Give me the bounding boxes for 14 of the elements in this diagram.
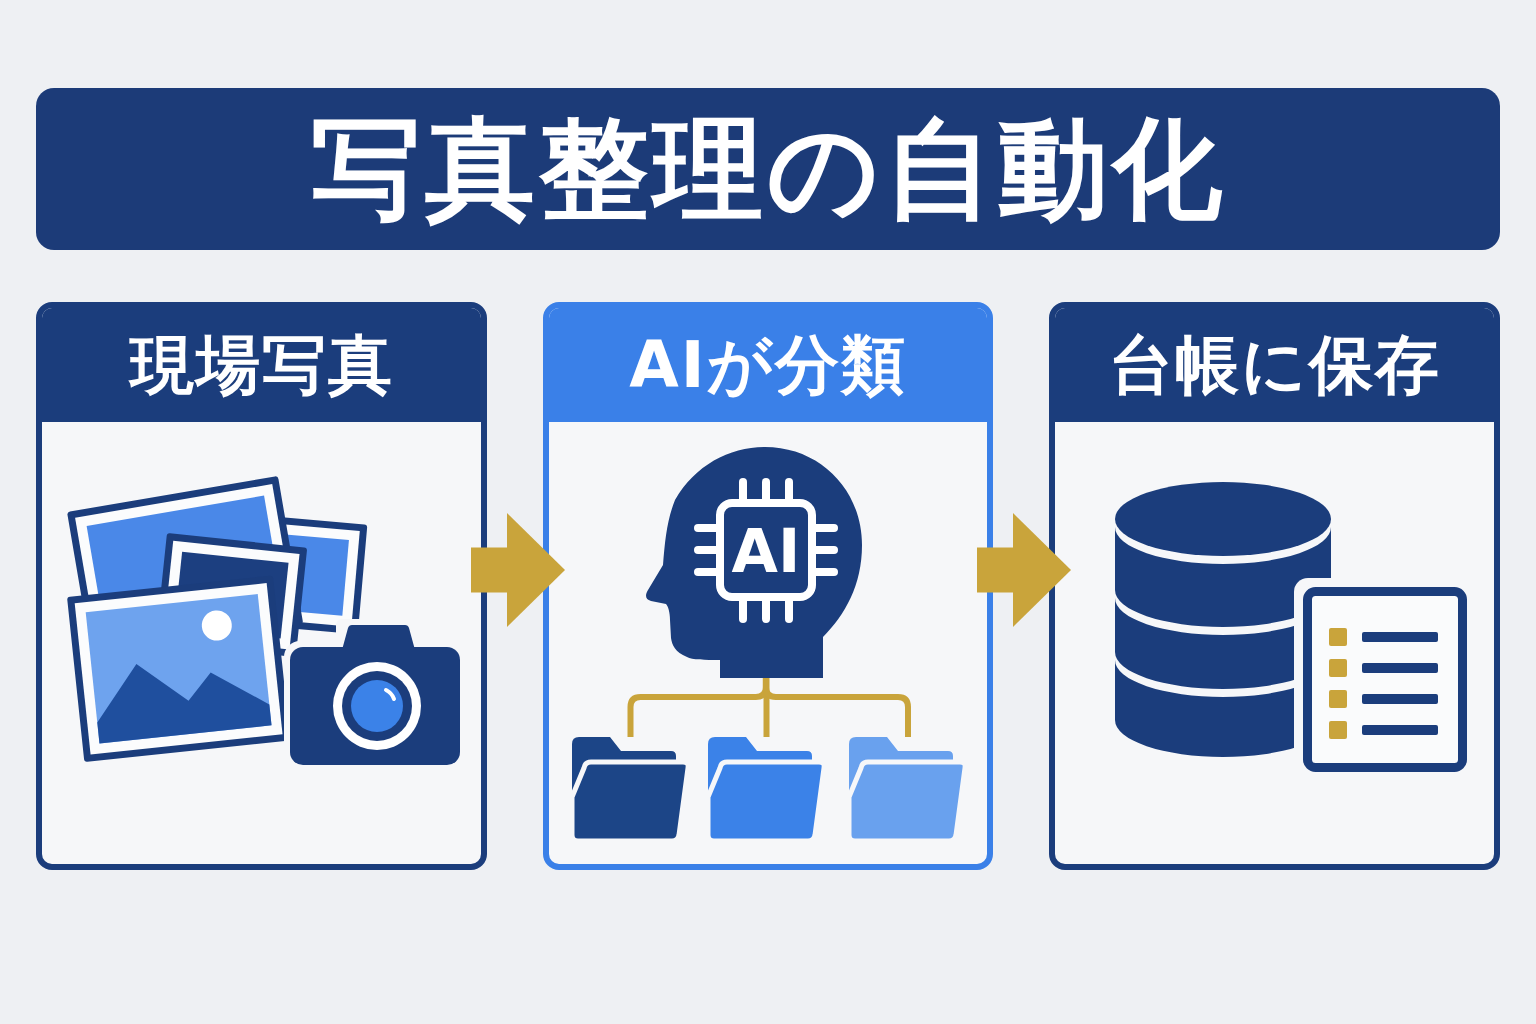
step-header: 台帳に保存 xyxy=(1055,308,1494,422)
title-banner: 写真整理の自動化 xyxy=(36,88,1500,250)
arrow xyxy=(471,513,565,627)
chip-label: AI xyxy=(731,521,801,581)
folder-icon xyxy=(572,737,689,841)
step-card xyxy=(36,302,487,870)
step-header: AIが分類 xyxy=(549,308,987,422)
connector-line xyxy=(763,678,770,737)
folder-icon xyxy=(708,737,825,841)
step-card xyxy=(543,302,993,870)
step-header: 現場写真 xyxy=(42,308,481,422)
arrow xyxy=(977,513,1071,627)
step-card xyxy=(1049,302,1500,870)
connector-line xyxy=(762,678,911,737)
